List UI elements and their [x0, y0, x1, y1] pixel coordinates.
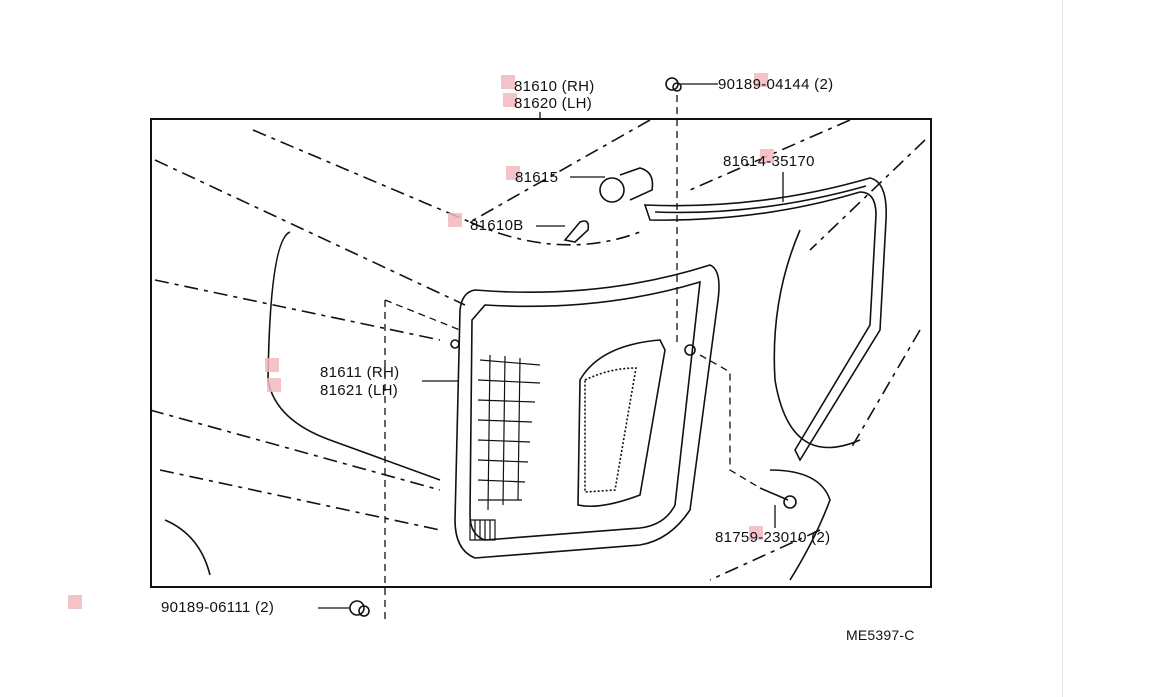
fender-curve: [267, 231, 441, 481]
hotspot-81610[interactable]: [501, 75, 515, 89]
panel-divider: [1062, 0, 1063, 697]
hotspot-81621[interactable]: [267, 378, 281, 392]
bulb-part: [563, 220, 590, 243]
screw-part: [759, 487, 797, 509]
socket-part: [599, 167, 654, 203]
body-outline-lines: [149, 119, 926, 581]
hotspot-81611[interactable]: [265, 358, 279, 372]
fender-right: [773, 229, 861, 449]
bumper-right: [769, 469, 831, 581]
nut-bottom-part: [349, 600, 370, 617]
callout-81615[interactable]: 81615: [515, 169, 559, 186]
callout-81620-lh[interactable]: 81620 (LH): [514, 95, 593, 112]
callout-81614-35170[interactable]: 81614-35170: [723, 153, 815, 170]
callout-90189-06111[interactable]: 90189-06111 (2): [161, 599, 275, 616]
leader-lines: [318, 83, 784, 609]
lamp-housing: [450, 264, 720, 559]
diagram-code: ME5397-C: [846, 627, 915, 643]
callout-81611-rh[interactable]: 81611 (RH): [320, 364, 400, 381]
hotspot-81615[interactable]: [506, 166, 520, 180]
bumper-curve: [164, 519, 211, 576]
assembly-axis-lines: [384, 95, 761, 620]
hotspot-90189-06111[interactable]: [68, 595, 82, 609]
callout-81610-rh[interactable]: 81610 (RH): [514, 78, 595, 95]
hotspot-81614[interactable]: [760, 149, 774, 163]
hotspot-81759[interactable]: [749, 526, 763, 540]
hotspot-90189-04144[interactable]: [754, 73, 768, 87]
hotspot-81610b[interactable]: [448, 213, 462, 227]
gasket-strip: [643, 177, 887, 462]
hotspot-81620[interactable]: [503, 93, 517, 107]
callout-81621-lh[interactable]: 81621 (LH): [320, 382, 399, 399]
callout-81759-23010[interactable]: 81759-23010 (2): [715, 529, 831, 546]
callout-81610b[interactable]: 81610B: [470, 217, 524, 234]
callout-90189-04144[interactable]: 90189-04144 (2): [718, 76, 834, 93]
nut-top-part: [665, 77, 682, 92]
assembly-frame: [150, 118, 932, 588]
